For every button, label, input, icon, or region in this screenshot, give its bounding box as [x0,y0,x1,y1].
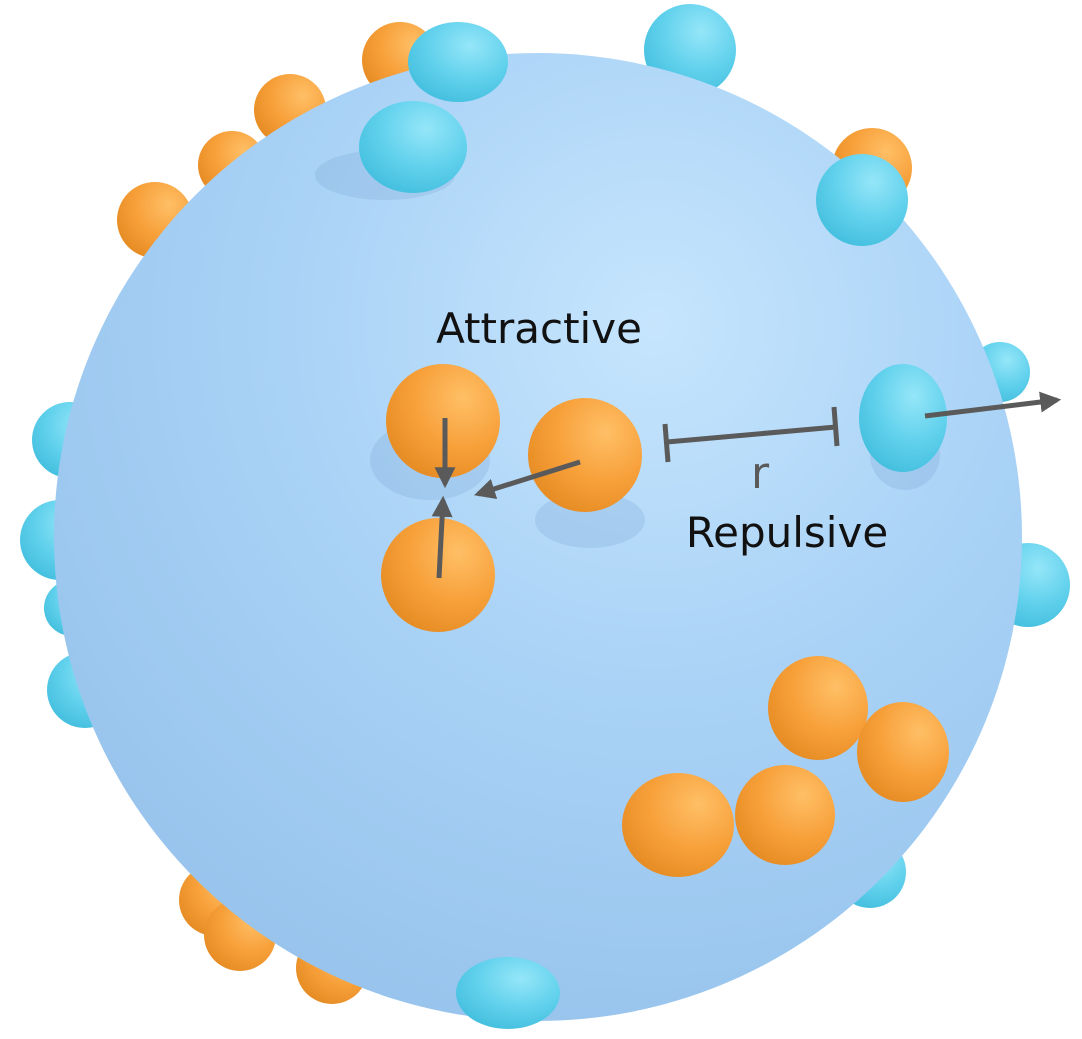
repulsive-particle-icon [859,364,947,472]
attractive-particle-icon [857,702,949,802]
repulsive-particle-icon [816,154,908,246]
front-particles [359,22,949,1029]
repulsive-label: Repulsive [686,508,888,557]
attractive-particle-icon [768,656,868,760]
attractive-particle-icon [735,765,835,865]
repulsive-particle-icon [408,22,508,102]
attraction-arrow-right [473,459,581,499]
repulsive-particle-icon [359,101,467,193]
repulsive-particle-icon [456,957,560,1029]
distance-label: r [751,448,770,499]
attractive-particle-icon [528,398,642,512]
attractive-label: Attractive [436,304,642,353]
repulsion-arrow [924,391,1062,419]
attraction-arrow-bottom [431,495,453,579]
force-arrows [431,391,1062,579]
distance-bracket [662,406,840,463]
attractive-particle-icon [622,773,734,877]
